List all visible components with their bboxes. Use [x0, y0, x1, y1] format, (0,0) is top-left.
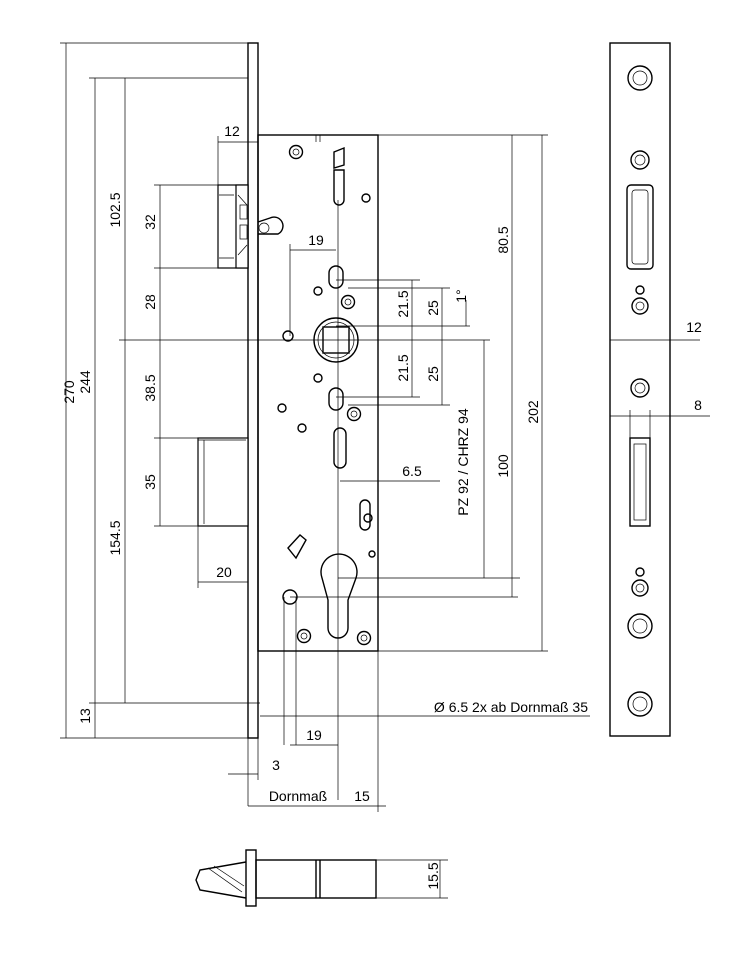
lock-case — [257, 134, 379, 652]
bottom-view — [195, 849, 448, 907]
note-screw-hole: Ø 6.5 2x ab Dornmaß 35 — [434, 699, 588, 715]
dim-pz-chrz: PZ 92 / CHRZ 94 — [455, 408, 471, 516]
dim-35: 35 — [142, 474, 158, 490]
dim-100: 100 — [495, 454, 511, 478]
front-view — [197, 42, 379, 739]
dim-15-5: 15.5 — [425, 862, 441, 889]
dim-25-lower: 25 — [425, 366, 441, 382]
forend-view — [609, 42, 710, 737]
dim-202: 202 — [525, 400, 541, 424]
deadbolt — [197, 437, 249, 527]
dim-13: 13 — [77, 708, 93, 724]
dim-102-5: 102.5 — [107, 192, 123, 227]
dim-21-5-lower: 21.5 — [395, 354, 411, 381]
dim-6-5: 6.5 — [402, 463, 422, 479]
screw-icon — [288, 144, 372, 646]
dimension-lines — [60, 42, 590, 812]
dim-12-top: 12 — [224, 123, 240, 139]
dim-19-bottom: 19 — [306, 727, 322, 743]
dim-80-5: 80.5 — [495, 226, 511, 253]
dim-15: 15 — [354, 788, 370, 804]
dim-38-5: 38.5 — [142, 374, 158, 401]
dim-19-top: 19 — [308, 232, 324, 248]
torx-screw-icon — [627, 65, 653, 717]
dim-28: 28 — [142, 294, 158, 310]
dim-244: 244 — [77, 370, 93, 394]
dim-angle: 1° — [453, 289, 469, 302]
dimension-labels: 270 244 102.5 154.5 13 32 28 38.5 35 12 … — [61, 123, 702, 890]
dim-270: 270 — [61, 380, 77, 404]
dim-12-side: 12 — [686, 319, 702, 335]
latch-bolt — [217, 184, 249, 269]
dim-154-5: 154.5 — [107, 520, 123, 555]
dim-21-5-upper: 21.5 — [395, 290, 411, 317]
dim-20: 20 — [216, 564, 232, 580]
dim-3: 3 — [272, 757, 280, 773]
cylinder-cutout — [320, 553, 358, 639]
forend-plate — [247, 42, 259, 739]
dim-8: 8 — [694, 397, 702, 413]
dim-25-upper: 25 — [425, 300, 441, 316]
dim-dornmass: Dornmaß — [269, 788, 327, 804]
dim-32: 32 — [142, 214, 158, 230]
